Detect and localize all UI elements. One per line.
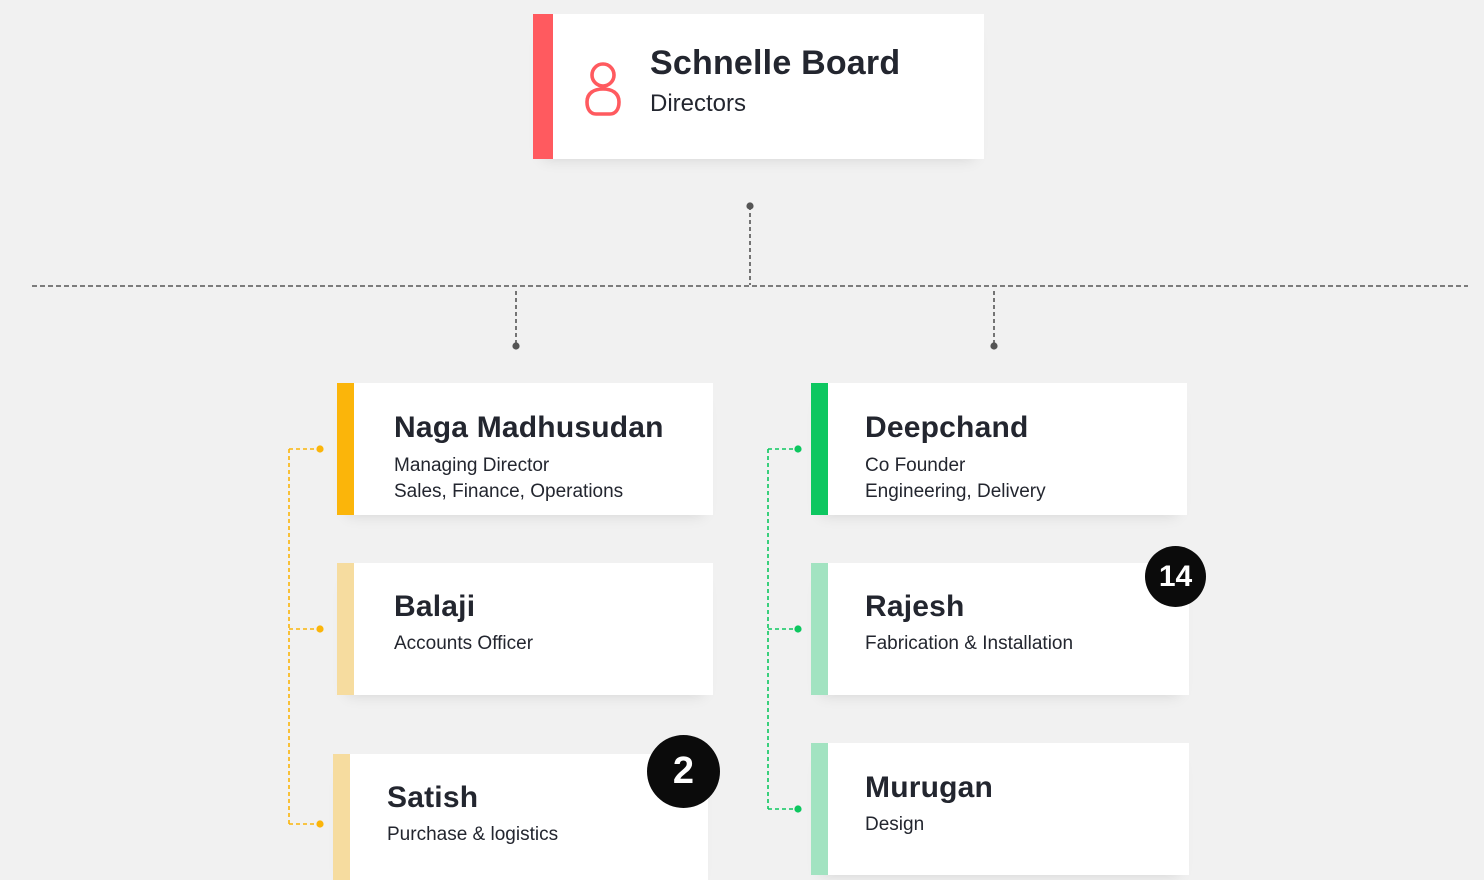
member-name: Rajesh <box>865 590 965 623</box>
card-accent-bar <box>811 743 828 875</box>
member-role: Design <box>865 814 925 835</box>
member-role: Fabrication & Installation <box>865 633 1074 654</box>
card-accent-bar <box>337 563 354 695</box>
member-name: Deepchand <box>865 411 1029 444</box>
member-name: Satish <box>387 781 479 814</box>
card-accent-bar <box>337 383 354 515</box>
card-accent-bar <box>811 563 828 695</box>
right-drop-dot <box>990 342 998 350</box>
member-card-naga-madhusudan: Naga Madhusudan Managing Director Sales,… <box>337 383 713 515</box>
card-accent-bar <box>811 383 828 515</box>
root-subtitle: Directors <box>650 90 747 117</box>
member-department: Sales, Finance, Operations <box>394 481 624 502</box>
member-role: Managing Director <box>394 455 550 476</box>
member-role: Co Founder <box>865 455 966 476</box>
member-department: Engineering, Delivery <box>865 481 1046 502</box>
root-stem-dot <box>746 202 754 210</box>
member-name: Naga Madhusudan <box>394 411 664 444</box>
card-accent-bar <box>333 754 350 880</box>
user-icon <box>585 62 621 116</box>
member-name: Balaji <box>394 590 476 623</box>
member-card-murugan: Murugan Design <box>811 743 1189 875</box>
root-card: Schnelle Board Directors <box>533 14 984 159</box>
right-bracket-connector <box>767 445 802 813</box>
member-role: Accounts Officer <box>394 633 534 654</box>
count-badge-rajesh: 14 <box>1145 546 1206 607</box>
member-card-rajesh: Rajesh Fabrication & Installation <box>811 563 1189 695</box>
member-card-satish: Satish Purchase & logistics <box>333 754 708 880</box>
left-bracket-connector <box>288 445 324 828</box>
count-badge-satish: 2 <box>647 735 720 808</box>
left-drop-dot <box>512 342 520 350</box>
member-role: Purchase & logistics <box>387 824 559 845</box>
member-card-deepchand: Deepchand Co Founder Engineering, Delive… <box>811 383 1187 515</box>
root-title: Schnelle Board <box>650 44 901 82</box>
member-card-balaji: Balaji Accounts Officer <box>337 563 713 695</box>
member-name: Murugan <box>865 771 994 804</box>
root-accent-bar <box>533 14 553 159</box>
